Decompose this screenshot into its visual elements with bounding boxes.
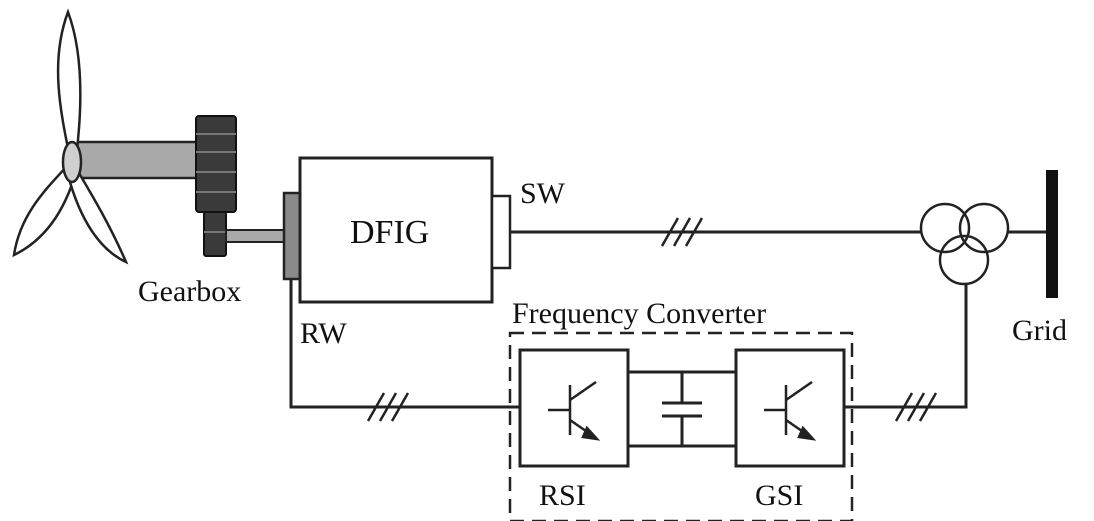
igbt-icon bbox=[548, 380, 601, 441]
gearbox-output bbox=[203, 211, 227, 257]
three-phase-marker-icon bbox=[894, 392, 938, 422]
sw-label: SW bbox=[520, 177, 566, 210]
igbt-icon bbox=[764, 380, 817, 441]
rsi-label: RSI bbox=[539, 479, 586, 512]
rotor-line bbox=[289, 279, 520, 409]
hub bbox=[61, 140, 83, 184]
grid-bus bbox=[1046, 170, 1058, 298]
rw-label: RW bbox=[300, 317, 347, 350]
stator-winding bbox=[490, 194, 512, 270]
grid-side-line bbox=[844, 284, 968, 409]
rsi-box bbox=[518, 348, 630, 468]
main-shaft bbox=[70, 140, 202, 180]
blade-right bbox=[66, 166, 129, 265]
dfig-label: DFIG bbox=[350, 214, 429, 251]
three-phase-marker-icon bbox=[366, 392, 410, 422]
wind-turbine-icon bbox=[12, 8, 202, 265]
gearbox-body bbox=[195, 115, 237, 213]
high-speed-shaft bbox=[225, 229, 285, 243]
blade-up bbox=[56, 8, 82, 160]
gearbox-label: Gearbox bbox=[138, 275, 241, 308]
frequency-converter-label: Frequency Converter bbox=[512, 297, 766, 330]
gearbox bbox=[195, 115, 285, 257]
transformer-icon bbox=[919, 202, 1010, 286]
grid-label: Grid bbox=[1012, 314, 1067, 347]
capacitor-icon bbox=[662, 372, 702, 446]
gsi-box bbox=[734, 348, 846, 468]
three-phase-marker-icon bbox=[660, 217, 704, 247]
gsi-label: GSI bbox=[755, 479, 803, 512]
blade-left bbox=[12, 163, 78, 258]
